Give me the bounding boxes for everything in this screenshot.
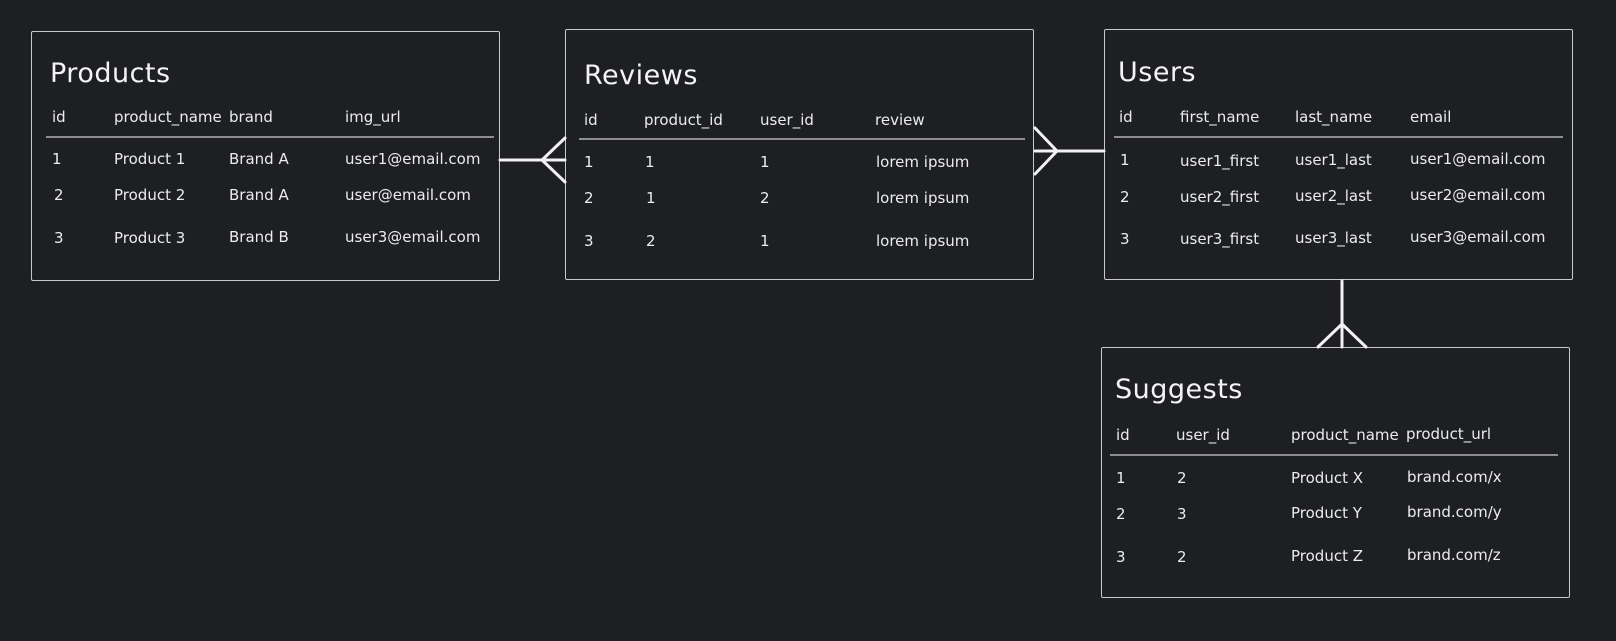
- cell: brand.com/y: [1407, 503, 1502, 521]
- column-header-product-id: product_id: [644, 111, 723, 129]
- cell: 2: [1120, 188, 1130, 206]
- column-header-id: id: [1119, 108, 1133, 126]
- column-header-last-name: last_name: [1295, 108, 1373, 126]
- suggests-table[interactable]: Suggests id user_id product_name product…: [1101, 347, 1570, 598]
- column-header-product-name: product_name: [1291, 426, 1399, 444]
- users-suggests-connector: [1316, 279, 1368, 349]
- table-title: Suggests: [1115, 374, 1243, 405]
- cell: 2: [1177, 548, 1187, 566]
- cell: Product X: [1291, 469, 1363, 487]
- cell: lorem ipsum: [876, 232, 970, 250]
- table-title: Reviews: [584, 60, 698, 91]
- column-header-user-id: user_id: [760, 111, 814, 129]
- header-divider: [1114, 136, 1563, 138]
- cell: 1: [646, 189, 656, 207]
- cell: Product Y: [1291, 504, 1362, 522]
- cell: 1: [760, 232, 770, 250]
- cell: 1: [760, 153, 770, 171]
- table-title: Users: [1118, 57, 1197, 88]
- cell: 2: [646, 232, 656, 250]
- cell: brand.com/x: [1407, 468, 1502, 486]
- cell: user1_first: [1180, 152, 1260, 170]
- products-table[interactable]: Products id product_name brand img_url 1…: [31, 31, 500, 281]
- cell: lorem ipsum: [876, 189, 970, 207]
- cell: 2: [1177, 469, 1187, 487]
- cell: 1: [1116, 469, 1126, 487]
- cell: user3@email.com: [345, 228, 481, 246]
- products-reviews-connector: [498, 136, 567, 184]
- users-reviews-connector: [1033, 126, 1106, 176]
- cell: 2: [760, 189, 770, 207]
- cell: 2: [54, 186, 64, 204]
- cell: user2_first: [1180, 188, 1260, 206]
- column-header-brand: brand: [229, 108, 273, 126]
- header-divider: [579, 138, 1025, 140]
- cell: Product 2: [114, 186, 186, 204]
- cell: brand.com/z: [1407, 546, 1501, 564]
- table-title: Products: [50, 58, 171, 89]
- column-header-product-name: product_name: [114, 108, 222, 126]
- cell: user3_last: [1295, 229, 1372, 247]
- column-header-email: email: [1410, 108, 1452, 126]
- column-header-id: id: [1116, 426, 1130, 444]
- header-divider: [1110, 454, 1558, 456]
- cell: user@email.com: [345, 186, 471, 204]
- cell: 1: [584, 153, 594, 171]
- column-header-user-id: user_id: [1176, 426, 1230, 444]
- cell: 1: [1120, 151, 1130, 169]
- cell: Brand A: [229, 150, 289, 168]
- cell: 2: [1116, 505, 1126, 523]
- cell: 3: [1120, 230, 1130, 248]
- column-header-product-url: product_url: [1406, 425, 1492, 443]
- cell: Brand B: [229, 228, 289, 246]
- cell: user1@email.com: [1410, 150, 1546, 168]
- cell: Product 1: [114, 150, 186, 168]
- reviews-table[interactable]: Reviews id product_id user_id review 1 1…: [565, 29, 1034, 280]
- cell: user2_last: [1295, 187, 1372, 205]
- header-divider: [46, 136, 494, 138]
- cell: user1_last: [1295, 151, 1372, 169]
- cell: user2@email.com: [1410, 186, 1546, 204]
- cell: 3: [54, 229, 64, 247]
- cell: user3@email.com: [1410, 228, 1546, 246]
- column-header-first-name: first_name: [1180, 108, 1260, 126]
- cell: Product 3: [114, 229, 186, 247]
- cell: user3_first: [1180, 230, 1260, 248]
- cell: Brand A: [229, 186, 289, 204]
- cell: 2: [584, 189, 594, 207]
- cell: 1: [645, 153, 655, 171]
- column-header-id: id: [52, 108, 66, 126]
- cell: user1@email.com: [345, 150, 481, 168]
- column-header-id: id: [584, 111, 598, 129]
- cell: 1: [52, 150, 62, 168]
- column-header-review: review: [875, 111, 925, 129]
- column-header-img-url: img_url: [345, 108, 401, 126]
- cell: Product Z: [1291, 547, 1363, 565]
- cell: lorem ipsum: [876, 153, 970, 171]
- cell: 3: [1116, 548, 1126, 566]
- users-table[interactable]: Users id first_name last_name email 1 us…: [1104, 29, 1573, 280]
- cell: 3: [1177, 505, 1187, 523]
- cell: 3: [584, 232, 594, 250]
